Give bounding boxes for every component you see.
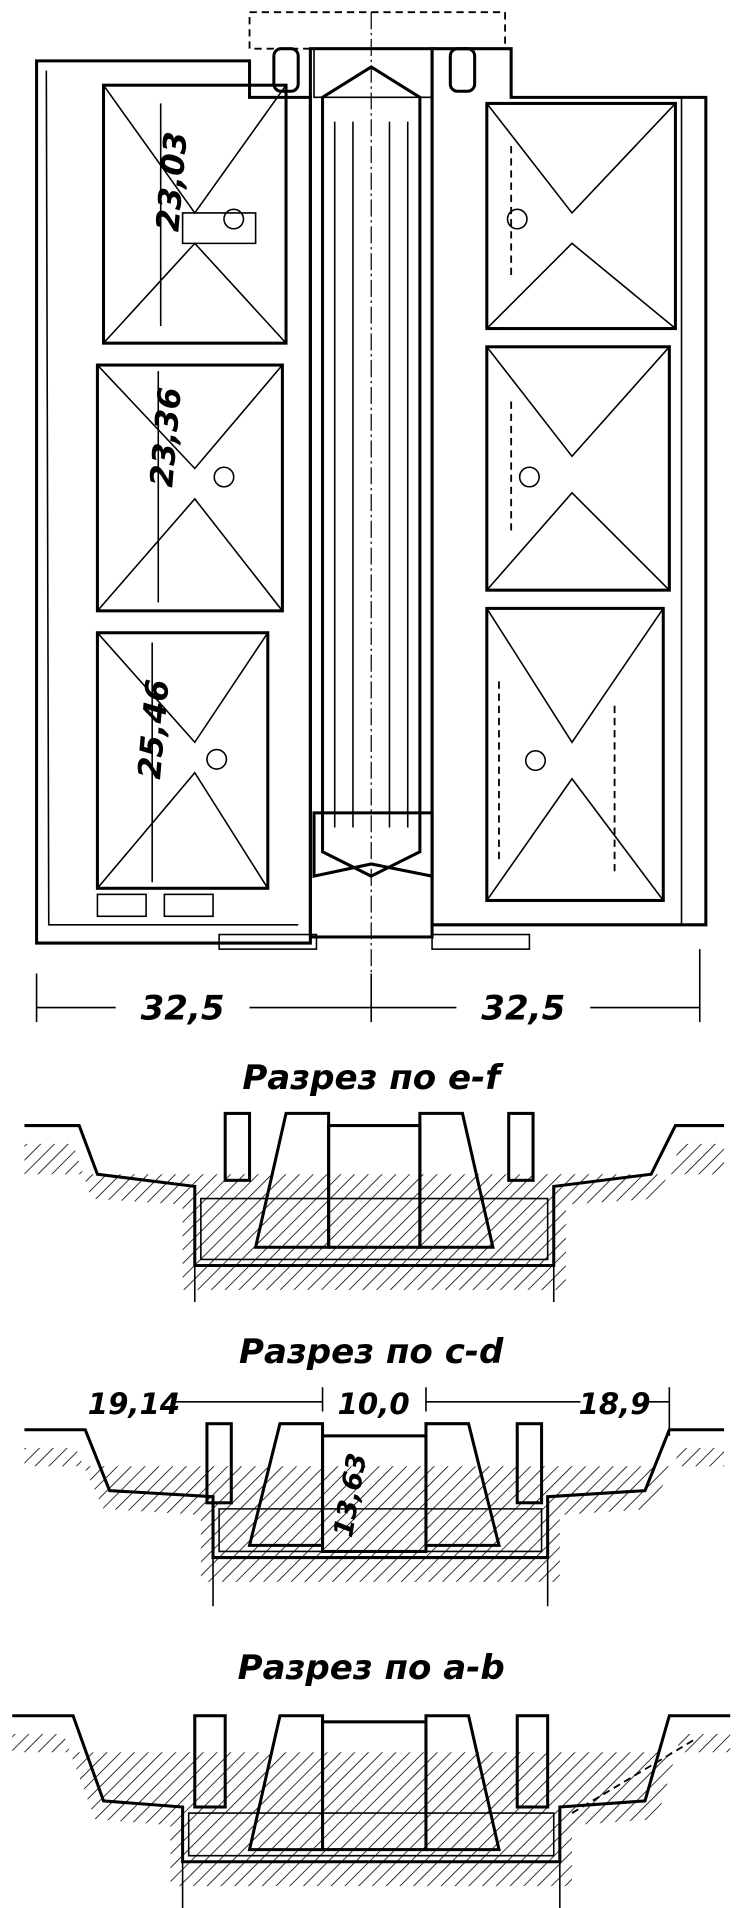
section-c-d: Разрез по c-d 19,14 10,0 18,9 13,63 [24, 1332, 725, 1607]
dimension-right-half: 32,5 [481, 989, 565, 1029]
dimension-chamber1: 23,03 [150, 130, 195, 233]
section-a-b: Разрез по a-b [12, 1648, 731, 1908]
dimension-chamber2: 23,36 [144, 386, 189, 489]
dimension-left: 19,14 [88, 1387, 180, 1421]
dimension-chamber3: 25,46 [132, 678, 177, 781]
center-channel [218, 11, 531, 1010]
plan-view: 23,03 23,36 25,46 32,5 32,5 [35, 11, 708, 1029]
left-chambers [95, 83, 288, 918]
section-title-a-b: Разрез по a-b [238, 1648, 505, 1688]
section-e-f: Разрез по e-f [24, 1058, 725, 1303]
section-title-e-f: Разрез по e-f [242, 1058, 504, 1098]
right-chambers [430, 47, 708, 927]
section-title-c-d: Разрез по c-d [239, 1332, 504, 1372]
dimension-right: 18,9 [579, 1387, 651, 1421]
dimension-center: 10,0 [338, 1387, 410, 1421]
dimension-left-half: 32,5 [141, 989, 225, 1029]
